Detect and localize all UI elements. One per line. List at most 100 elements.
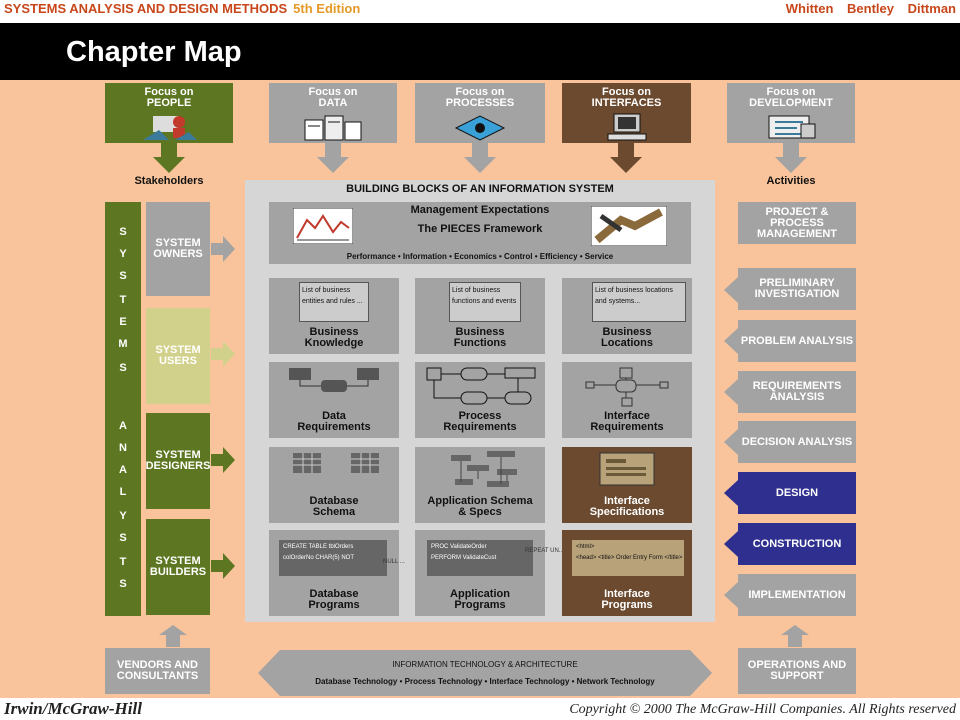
sa-letter: A	[119, 464, 127, 476]
sa-letter: S	[119, 362, 127, 374]
focus-processes: Focus on PROCESSES	[415, 83, 545, 143]
copyright: Copyright © 2000 The McGraw-Hill Compani…	[569, 702, 956, 717]
it-items: Database Technology • Process Technology…	[315, 677, 655, 686]
process-model-icon	[426, 367, 536, 405]
down-arrow-icon	[317, 143, 349, 173]
block-business-knowledge: List of business entities and rules ... …	[269, 278, 399, 354]
code-overflow: NULL ...	[383, 559, 405, 565]
activity-label: Preliminary Investigation	[754, 277, 840, 300]
caption-line1: Interface	[604, 495, 650, 507]
focus-processes-line1: Focus on	[455, 86, 505, 98]
block-application-schema: Application Schema& Specs	[415, 447, 545, 523]
block-caption: Application Schema& Specs	[415, 496, 545, 518]
sa-letter: T	[119, 294, 127, 306]
vendors-consultants-box: Vendors and Consultants	[105, 648, 210, 694]
focus-development: Focus on DEVELOPMENT	[727, 83, 855, 143]
stakeholder-system-owners: System Owners	[146, 202, 210, 296]
note-paper: List of business entities and rules ...	[299, 282, 369, 322]
focus-interfaces: Focus on INTERFACES	[562, 83, 691, 143]
focus-development-line1: Focus on	[766, 86, 816, 98]
sa-letter: S	[119, 578, 127, 590]
right-arrow-icon	[211, 447, 235, 473]
focus-data: Focus on DATA	[269, 83, 397, 143]
focus-people-line1: Focus on	[144, 86, 194, 98]
code-line: <html>	[576, 544, 595, 550]
authors: Whitten Bentley Dittman	[785, 1, 956, 16]
caption-line1: Interface	[604, 410, 650, 422]
activities-label: Activities	[766, 175, 816, 187]
focus-processes-line2: PROCESSES	[445, 97, 515, 109]
block-business-functions: List of business functions and events Bu…	[415, 278, 545, 354]
caption-line2: Programs	[454, 599, 506, 611]
down-arrow-icon	[610, 143, 642, 173]
sa-letter: T	[119, 556, 127, 568]
operations-label: Operations and Support	[747, 659, 847, 682]
systems-analysts-bar: S Y S T E M S A N A L Y S T S	[105, 202, 141, 616]
structure-chart-icon	[451, 451, 517, 487]
left-arrow-icon	[724, 582, 738, 608]
stakeholder-system-designers: System Designers	[146, 413, 210, 509]
book-title-text: SYSTEMS ANALYSIS AND DESIGN METHODS	[4, 1, 288, 16]
block-interface-programs: <html> <head> <title> Order Entry Form <…	[562, 530, 692, 616]
activity-preliminary-investigation: Preliminary Investigation	[738, 268, 856, 310]
activity-problem-analysis: Problem Analysis	[738, 320, 856, 362]
activity-label: Requirements Analysis	[752, 380, 842, 403]
title-bar	[0, 23, 960, 80]
right-arrow-icon	[211, 236, 235, 262]
up-arrow-icon	[781, 625, 809, 647]
mgmt-line2: The PIECES Framework	[417, 223, 543, 235]
activity-label: Decision Analysis	[741, 435, 853, 448]
focus-people-line2: PEOPLE	[146, 97, 192, 109]
pieces-list: Performance • Information • Economics • …	[346, 252, 614, 261]
stakeholder-system-users: System Users	[146, 308, 210, 404]
top-bar	[0, 0, 960, 22]
code-listing: CREATE TABLE tblOrders colOrderNo CHAR(5…	[279, 540, 387, 576]
stakeholders-label: Stakeholders	[134, 175, 204, 187]
code-line: <head> <title> Order Entry Form </title>…	[576, 555, 684, 561]
caption-line2: Schema	[312, 506, 356, 518]
slide-title: Chapter Map	[66, 36, 242, 68]
data-icon	[304, 115, 362, 141]
focus-people: Focus on PEOPLE	[105, 83, 233, 143]
caption-line2: Programs	[601, 599, 653, 611]
code-line: PROC ValidateOrder	[431, 544, 487, 550]
activity-project-management: Project & Process Management	[738, 202, 856, 244]
focus-data-line2: DATA	[318, 97, 348, 109]
focus-data-line1: Focus on	[308, 86, 358, 98]
caption-line2: Functions	[453, 337, 507, 349]
caption-line1: Database	[309, 495, 359, 507]
left-arrow-icon	[724, 480, 738, 506]
activity-implementation: Implementation	[738, 574, 856, 616]
operations-support-box: Operations and Support	[738, 648, 856, 694]
caption-line1: Application	[450, 588, 510, 600]
caption-line1: Data	[322, 410, 346, 422]
development-icon	[768, 115, 816, 139]
caption-line1: Interface	[604, 588, 650, 600]
stakeholder-system-builders: System Builders	[146, 519, 210, 615]
left-arrow-icon	[724, 328, 738, 354]
caption-line1: Database	[309, 588, 359, 600]
left-arrow-icon	[724, 277, 738, 303]
sa-letter: S	[119, 270, 127, 282]
computer-icon	[607, 113, 646, 141]
form-screen-icon	[599, 452, 655, 486]
block-business-locations: List of business locations and systems..…	[562, 278, 692, 354]
footer-bar	[0, 698, 960, 720]
sa-letter: Y	[119, 510, 127, 522]
note-paper: List of business locations and systems..…	[592, 282, 686, 322]
sa-letter: A	[119, 420, 127, 432]
line-chart-icon	[293, 208, 353, 244]
sa-letter: Y	[119, 248, 127, 260]
activity-design: Design	[738, 472, 856, 514]
caption-line2: Requirements	[443, 421, 517, 433]
publisher: Irwin/McGraw-Hill	[4, 699, 142, 718]
